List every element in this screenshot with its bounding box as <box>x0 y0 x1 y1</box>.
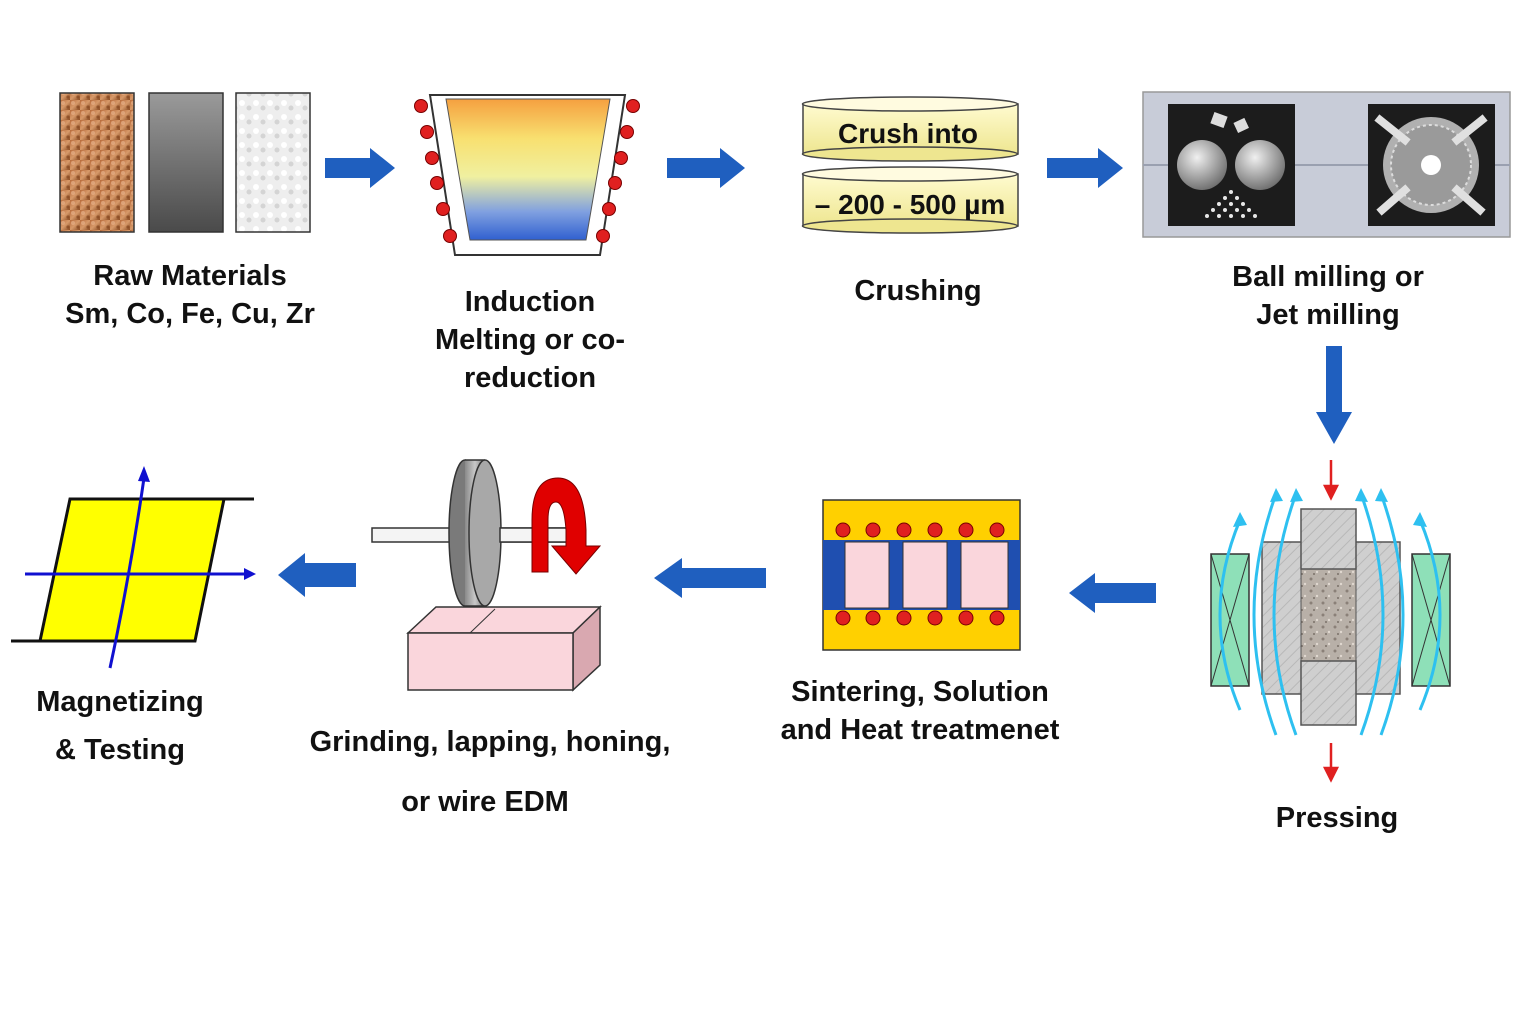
induction-line-1: Induction <box>464 286 596 318</box>
raw-materials-label: Raw Materials Sm, Co, Fe, Cu, Zr <box>40 257 340 333</box>
workpiece-block <box>406 605 602 692</box>
pressing-label: Pressing <box>1237 799 1437 837</box>
right-coil <box>1411 553 1451 687</box>
disk-top-text: Crush into <box>838 118 978 149</box>
crushing-disks: Crush into – 200 - 500 µm <box>801 96 1019 234</box>
press-force-arrows <box>1322 460 1340 783</box>
lower-disk: – 200 - 500 µm <box>801 166 1019 234</box>
disk-bottom-text: – 200 - 500 µm <box>815 189 1005 220</box>
left-coil <box>1210 553 1250 687</box>
crushing-title: Crushing <box>854 275 982 307</box>
crushing-label: Crushing <box>818 272 1018 310</box>
pressing-title: Pressing <box>1275 802 1399 834</box>
milling-line-2: Jet milling <box>1256 299 1400 331</box>
grinding-wheel <box>448 459 502 607</box>
upper-disk: Crush into <box>801 96 1019 162</box>
magnetizing-label: Magnetizing & Testing <box>10 678 230 774</box>
induction-crucible <box>414 94 640 256</box>
copper-sample-image <box>59 92 135 233</box>
magnetizing-line-2: & Testing <box>55 734 185 766</box>
upper-punch <box>1300 508 1357 570</box>
raw-materials-elements: Sm, Co, Fe, Cu, Zr <box>65 298 315 330</box>
powder-compact <box>1300 568 1357 662</box>
left-arrow-icon <box>1069 573 1156 613</box>
ball-mill-image <box>1168 104 1295 226</box>
left-arrow-icon <box>654 558 766 598</box>
milling-line-1: Ball milling or <box>1232 261 1424 293</box>
sintering-label: Sintering, Solution and Heat treatmenet <box>740 673 1100 749</box>
white-sample-image <box>235 92 311 233</box>
melt-gradient <box>445 98 611 241</box>
sintering-line-2: and Heat treatmenet <box>780 714 1060 746</box>
heater-coil-dots <box>414 99 640 243</box>
furnace-heater-dots <box>835 522 1005 626</box>
raw-materials-samples <box>59 92 311 233</box>
induction-line-3: reduction <box>463 362 597 394</box>
loop-fill <box>38 497 226 643</box>
pressing-die <box>1210 460 1451 783</box>
magnetic-field-lines <box>1218 493 1442 736</box>
sintering-line-1: Sintering, Solution <box>791 676 1049 708</box>
grinding-line-2: or wire EDM <box>401 786 569 818</box>
right-arrow-icon <box>667 148 745 188</box>
magnetizing-line-1: Magnetizing <box>36 686 204 718</box>
m-axis <box>108 477 146 669</box>
flow-arrows <box>278 148 1352 613</box>
milling-panel <box>1142 91 1511 238</box>
milling-label: Ball milling or Jet milling <box>1178 258 1478 334</box>
grinding-line-1: Grinding, lapping, honing, <box>309 726 671 758</box>
right-arrow-icon <box>325 148 395 188</box>
hysteresis-loop <box>11 466 256 669</box>
right-arrow-icon <box>1047 148 1123 188</box>
rotation-arrow-icon <box>531 477 602 575</box>
down-arrow-icon <box>1316 346 1352 444</box>
grinding-machine <box>371 459 602 692</box>
grinding-label: Grinding, lapping, honing, or wire EDM <box>270 712 710 832</box>
raw-materials-title: Raw Materials <box>93 260 287 292</box>
jet-mill-image <box>1368 104 1495 226</box>
left-arrow-icon <box>278 553 356 597</box>
gray-sample-image <box>148 92 224 233</box>
induction-line-2: Melting or co- <box>434 324 626 356</box>
induction-label: Induction Melting or co- reduction <box>380 283 680 397</box>
lower-punch <box>1300 660 1357 726</box>
sintering-furnace <box>822 499 1021 651</box>
